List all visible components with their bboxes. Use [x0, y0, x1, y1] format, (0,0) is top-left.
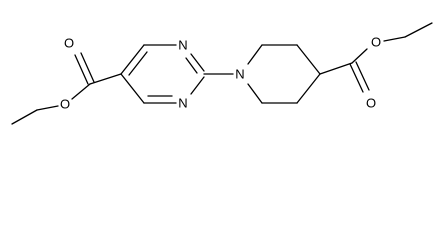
- left-ethyl-ester: [11, 52, 122, 125]
- bond-c2-n1: [190, 76, 205, 95]
- piperidine-ring: [247, 44, 321, 104]
- bond-ethyl-ch3-ch2-left: [11, 109, 38, 125]
- bond-ch2-o-left: [36, 105, 59, 111]
- atom-o-right-ether: O: [371, 35, 381, 50]
- bond-c4-c5-bottom: [296, 73, 321, 104]
- chemical-structure-diagram: O O N N N O O: [11, 22, 433, 125]
- pyrimidine-ring: [120, 44, 205, 104]
- atom-n-piperidine: N: [235, 67, 244, 82]
- bond-carbonyl-double-left-b: [80, 52, 95, 83]
- atom-o-left-carbonyl: O: [64, 36, 74, 51]
- atom-o-right-carbonyl: O: [366, 96, 376, 111]
- atom-labels: O O N N N O O: [60, 35, 381, 112]
- bond-c3-c4-top: [296, 44, 321, 75]
- bond-ch2-ch3-right: [404, 22, 433, 38]
- bond-c4-c4-inner: [128, 51, 148, 76]
- bond-carbonyl-ring-left: [89, 73, 122, 85]
- bond-ring-carbonyl-right: [319, 62, 353, 75]
- bond-carbonyl-double-left-a: [74, 54, 89, 85]
- bond-c6-c5: [120, 73, 145, 104]
- atom-n-pyrimidine-bottom: N: [178, 96, 187, 111]
- bond-o-carbonyl-left: [71, 83, 91, 100]
- bond-o-ch2-right: [383, 36, 406, 42]
- bond-carbonyl-double-right-b: [355, 61, 370, 91]
- bond-n3-c2: [190, 53, 205, 72]
- bond-carbonyl-o-ether-right: [351, 48, 368, 64]
- atom-n-pyrimidine-top: N: [178, 38, 187, 53]
- bond-c5-c4: [120, 44, 145, 75]
- atom-o-left-ether: O: [60, 97, 70, 112]
- right-ethyl-ester: [319, 22, 433, 93]
- bond-c6-n-bottom: [247, 83, 263, 104]
- bond-carbonyl-double-right-a: [349, 63, 364, 93]
- bond-n-c2-top: [247, 44, 263, 65]
- bond-n3-c2-inner: [185, 57, 198, 74]
- structure-drawing: O O N N N O O: [11, 22, 433, 125]
